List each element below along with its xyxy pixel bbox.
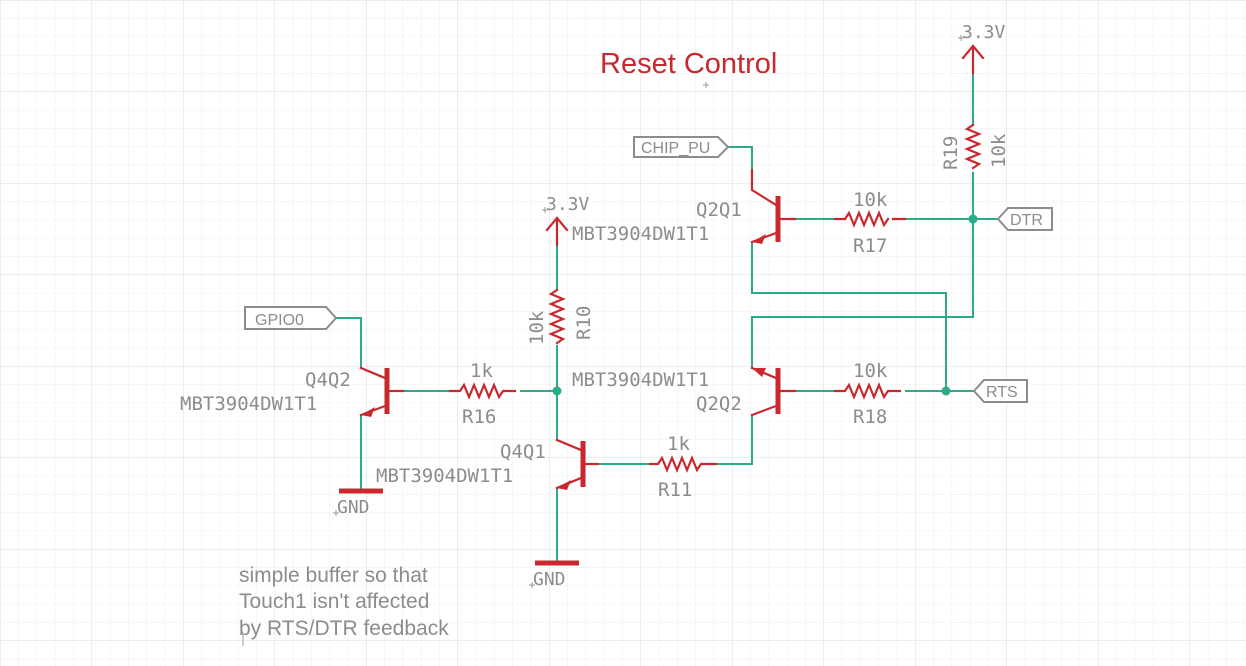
transistor-q4q1: Q4Q1 MBT3904DW1T1 <box>376 438 600 490</box>
resistor-r19: R19 10k <box>940 123 1010 170</box>
r17-name: R17 <box>853 235 887 257</box>
port-chip-pu: CHIP_PU <box>633 136 730 158</box>
schematic-title: Reset Control <box>600 48 777 80</box>
gnd-left: GND <box>333 488 383 518</box>
note-line-2: Touch1 isn't affected <box>239 590 429 613</box>
supply-33v-mid: 3.3V <box>542 194 590 247</box>
wire-chippu-q2q1 <box>728 146 753 170</box>
supply-33v-mid-label: 3.3V <box>546 194 590 215</box>
resistor-r18: 10k R18 <box>833 360 902 428</box>
note-line-1: simple buffer so that <box>239 564 428 587</box>
resistor-r16: 1k R16 <box>448 360 517 428</box>
q4q2-name: Q4Q2 <box>305 369 351 391</box>
q2q2-name: Q2Q2 <box>696 393 742 415</box>
resistor-r11: 1k R11 <box>648 433 718 501</box>
port-chip-pu-label: CHIP_PU <box>641 140 710 157</box>
wire-q2q1-emitter-rts <box>751 242 947 391</box>
wire-q2q2-emitter-r11 <box>716 415 753 465</box>
r10-value: 10k <box>526 310 548 345</box>
transistor-q2q2: MBT3904DW1T1 Q2Q2 <box>572 366 797 417</box>
port-gpio0: GPIO0 <box>244 306 338 330</box>
port-dtr-label: DTR <box>1010 212 1043 229</box>
gnd-mid: GND <box>529 560 579 590</box>
r16-name: R16 <box>462 406 496 428</box>
q2q1-part: MBT3904DW1T1 <box>572 223 709 245</box>
r11-value: 1k <box>667 433 690 455</box>
r18-value: 10k <box>853 360 888 382</box>
note-text: simple buffer so that Touch1 isn't affec… <box>239 564 449 646</box>
supply-33v-top-label: 3.3V <box>962 22 1006 43</box>
q2q1-name: Q2Q1 <box>696 199 742 221</box>
resistor-r10: 10k R10 <box>526 288 595 345</box>
gnd-left-label: GND <box>337 497 370 518</box>
port-dtr: DTR <box>996 207 1053 231</box>
r10-name: R10 <box>573 306 595 340</box>
junction-dtr <box>968 214 978 224</box>
r19-value: 10k <box>988 133 1010 168</box>
q4q1-name: Q4Q1 <box>500 441 546 463</box>
port-rts-label: RTS <box>986 384 1018 401</box>
r18-name: R18 <box>853 406 887 428</box>
port-gpio0-label: GPIO0 <box>255 312 304 329</box>
r19-name: R19 <box>940 136 962 170</box>
resistor-r17: 10k R17 <box>833 189 907 257</box>
wire-dtr-feedback <box>751 219 974 368</box>
q2q2-part: MBT3904DW1T1 <box>572 369 709 391</box>
r17-value: 10k <box>853 189 888 211</box>
junction-rts <box>941 386 951 396</box>
r11-name: R11 <box>658 479 692 501</box>
transistor-q4q2: Q4Q2 MBT3904DW1T1 <box>180 366 405 417</box>
title-origin-mark <box>703 82 709 88</box>
wire-gpio0-q4q2 <box>336 317 362 368</box>
gnd-mid-label: GND <box>533 569 566 590</box>
q4q1-part: MBT3904DW1T1 <box>376 465 513 487</box>
note-line-3: by RTS/DTR feedback <box>239 617 449 640</box>
port-rts: RTS <box>972 379 1028 403</box>
transistor-q2q1: Q2Q1 MBT3904DW1T1 <box>572 168 797 245</box>
r16-value: 1k <box>470 360 493 382</box>
junction-buffer-node <box>552 386 562 396</box>
wires <box>336 70 998 562</box>
q4q2-part: MBT3904DW1T1 <box>180 393 317 415</box>
supply-33v-top: 3.3V <box>958 22 1006 75</box>
